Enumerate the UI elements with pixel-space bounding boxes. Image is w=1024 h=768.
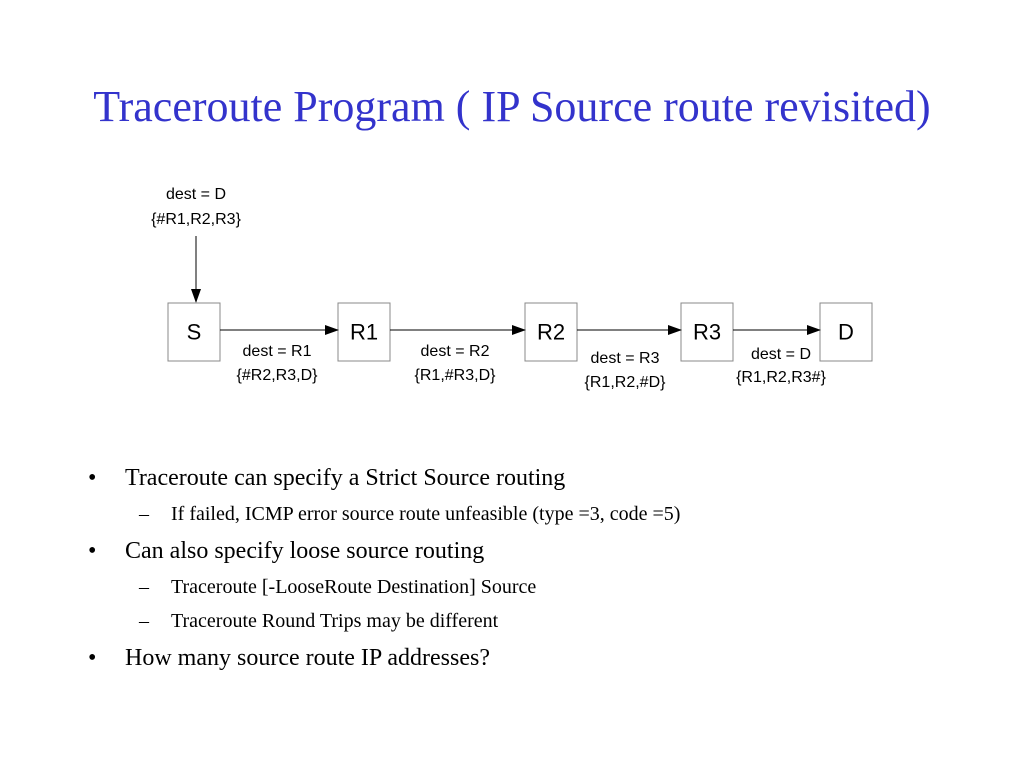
edge-s-r1-label-line-1: dest = R1 — [243, 343, 312, 360]
bullet-marker: • — [88, 645, 97, 671]
sub-bullet-item: – Traceroute [-LooseRoute Destination] S… — [125, 570, 988, 604]
node-r3: R3 — [680, 302, 734, 362]
node-r1: R1 — [337, 302, 391, 362]
sub-bullet-list: – If failed, ICMP error source route unf… — [125, 497, 988, 531]
bullet-text: Can also specify loose source routing — [125, 538, 485, 564]
bullet-list: • Traceroute can specify a Strict Source… — [88, 462, 988, 674]
sub-bullet-item: – Traceroute Round Trips may be differen… — [125, 604, 988, 638]
bullet-marker: • — [88, 538, 97, 564]
edge-s-r1-label-line-2: {#R2,R3,D} — [237, 367, 319, 384]
bullet-item: • Traceroute can specify a Strict Source… — [88, 462, 988, 531]
edge-r2-r3-label-line-1: dest = R3 — [591, 350, 660, 367]
sub-bullet-item: – If failed, ICMP error source route unf… — [125, 497, 988, 531]
sub-bullet-text: If failed, ICMP error source route unfea… — [171, 503, 681, 525]
sub-bullet-text: Traceroute [-LooseRoute Destination] Sou… — [171, 576, 537, 598]
edge-r2-r3-label-line-2: {R1,R2,#D} — [585, 374, 667, 391]
node-d: D — [819, 302, 873, 362]
slide-title: Traceroute Program ( IP Source route rev… — [93, 82, 931, 131]
bullet-item: • Can also specify loose source routing … — [88, 535, 988, 638]
bullet-marker: • — [88, 465, 97, 491]
svg-text:D: D — [838, 320, 854, 345]
bullet-text: Traceroute can specify a Strict Source r… — [125, 465, 566, 491]
source-annotation-line-2: {#R1,R2,R3} — [151, 211, 241, 228]
sub-bullet-text: Traceroute Round Trips may be different — [171, 610, 499, 632]
svg-text:R1: R1 — [350, 320, 378, 345]
edge-r1-r2-label-line-2: {R1,#R3,D} — [415, 367, 497, 384]
sub-bullet-marker: – — [139, 503, 149, 525]
source-annotation-line-1: dest = D — [166, 186, 226, 203]
node-s: S — [167, 302, 221, 362]
node-r2: R2 — [524, 302, 578, 362]
svg-text:R3: R3 — [693, 320, 721, 345]
svg-text:S: S — [187, 320, 202, 345]
svg-text:R2: R2 — [537, 320, 565, 345]
bullet-item: • How many source route IP addresses? — [88, 642, 988, 674]
sub-bullet-marker: – — [139, 610, 149, 632]
sub-bullet-marker: – — [139, 576, 149, 598]
edge-r3-d-label-line-2: {R1,R2,R3#} — [736, 369, 826, 386]
bullet-text: How many source route IP addresses? — [125, 645, 491, 671]
sub-bullet-list: – Traceroute [-LooseRoute Destination] S… — [125, 570, 988, 638]
edge-r3-d-label-line-1: dest = D — [751, 346, 811, 363]
edge-r1-r2-label-line-1: dest = R2 — [421, 343, 490, 360]
